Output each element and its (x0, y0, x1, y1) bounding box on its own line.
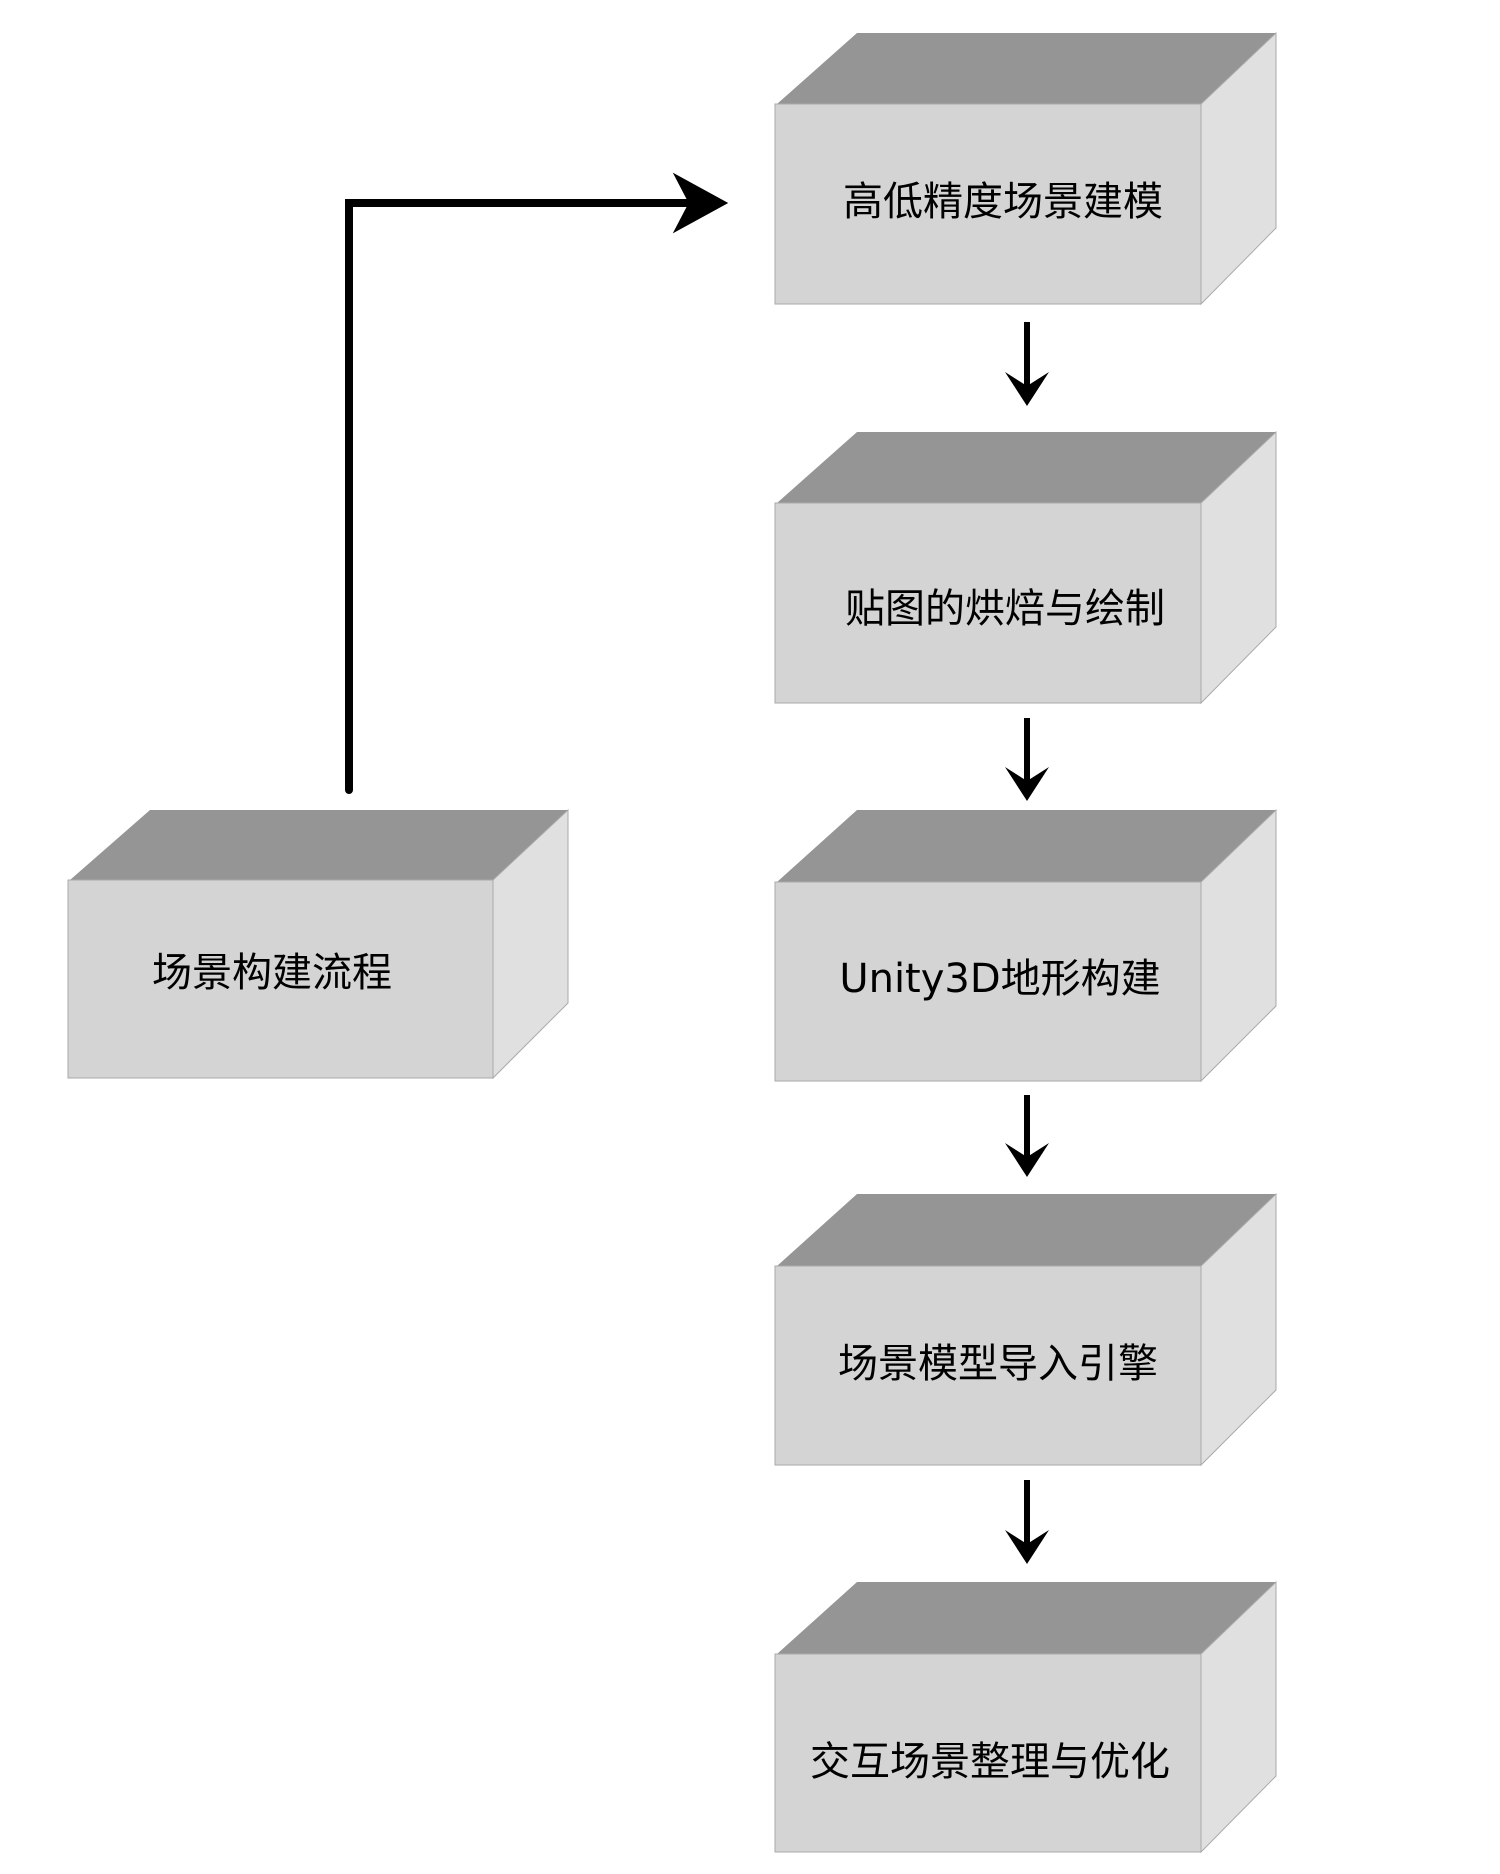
step-box-3: Unity3D地形构建 (774, 808, 1277, 1083)
step-box-3-front (774, 881, 1202, 1082)
root-connector-arrow (345, 172, 729, 794)
step-box-1-label: 高低精度场景建模 (843, 179, 1163, 225)
step-box-3-top (777, 810, 1276, 882)
root-connector-arrowhead (672, 172, 729, 234)
root-connector-line (345, 199, 704, 794)
step-box-4: 场景模型导入引擎 (774, 1192, 1277, 1467)
step-box-4-front (774, 1265, 1202, 1466)
step-box-5-front (774, 1653, 1202, 1853)
step-box-2: 贴图的烘焙与绘制 (774, 430, 1277, 705)
root-box: 场景构建流程 (67, 808, 569, 1080)
arrow-step-4-to-5 (1005, 1480, 1049, 1564)
step-box-2-top (777, 432, 1276, 503)
arrow-step-1-to-2 (1005, 322, 1049, 406)
root-box-label: 场景构建流程 (152, 950, 392, 996)
root-box-top (70, 810, 568, 880)
step-box-1-top (777, 33, 1276, 104)
step-box-5: 交互场景整理与优化 (774, 1580, 1277, 1854)
step-box-1-front (774, 103, 1202, 305)
step-box-1: 高低精度场景建模 (774, 31, 1277, 306)
step-box-5-top (777, 1582, 1276, 1654)
step-box-2-label: 贴图的烘焙与绘制 (845, 586, 1165, 632)
arrow-step-3-to-4 (1005, 1095, 1049, 1177)
step-box-2-front (774, 502, 1202, 704)
step-box-4-label: 场景模型导入引擎 (838, 1341, 1158, 1387)
step-box-5-label: 交互场景整理与优化 (810, 1739, 1170, 1785)
step-box-4-top (777, 1194, 1276, 1266)
step-box-3-label: Unity3D地形构建 (839, 956, 1160, 1002)
root-box-front (67, 879, 494, 1079)
arrow-step-2-to-3 (1005, 718, 1049, 801)
